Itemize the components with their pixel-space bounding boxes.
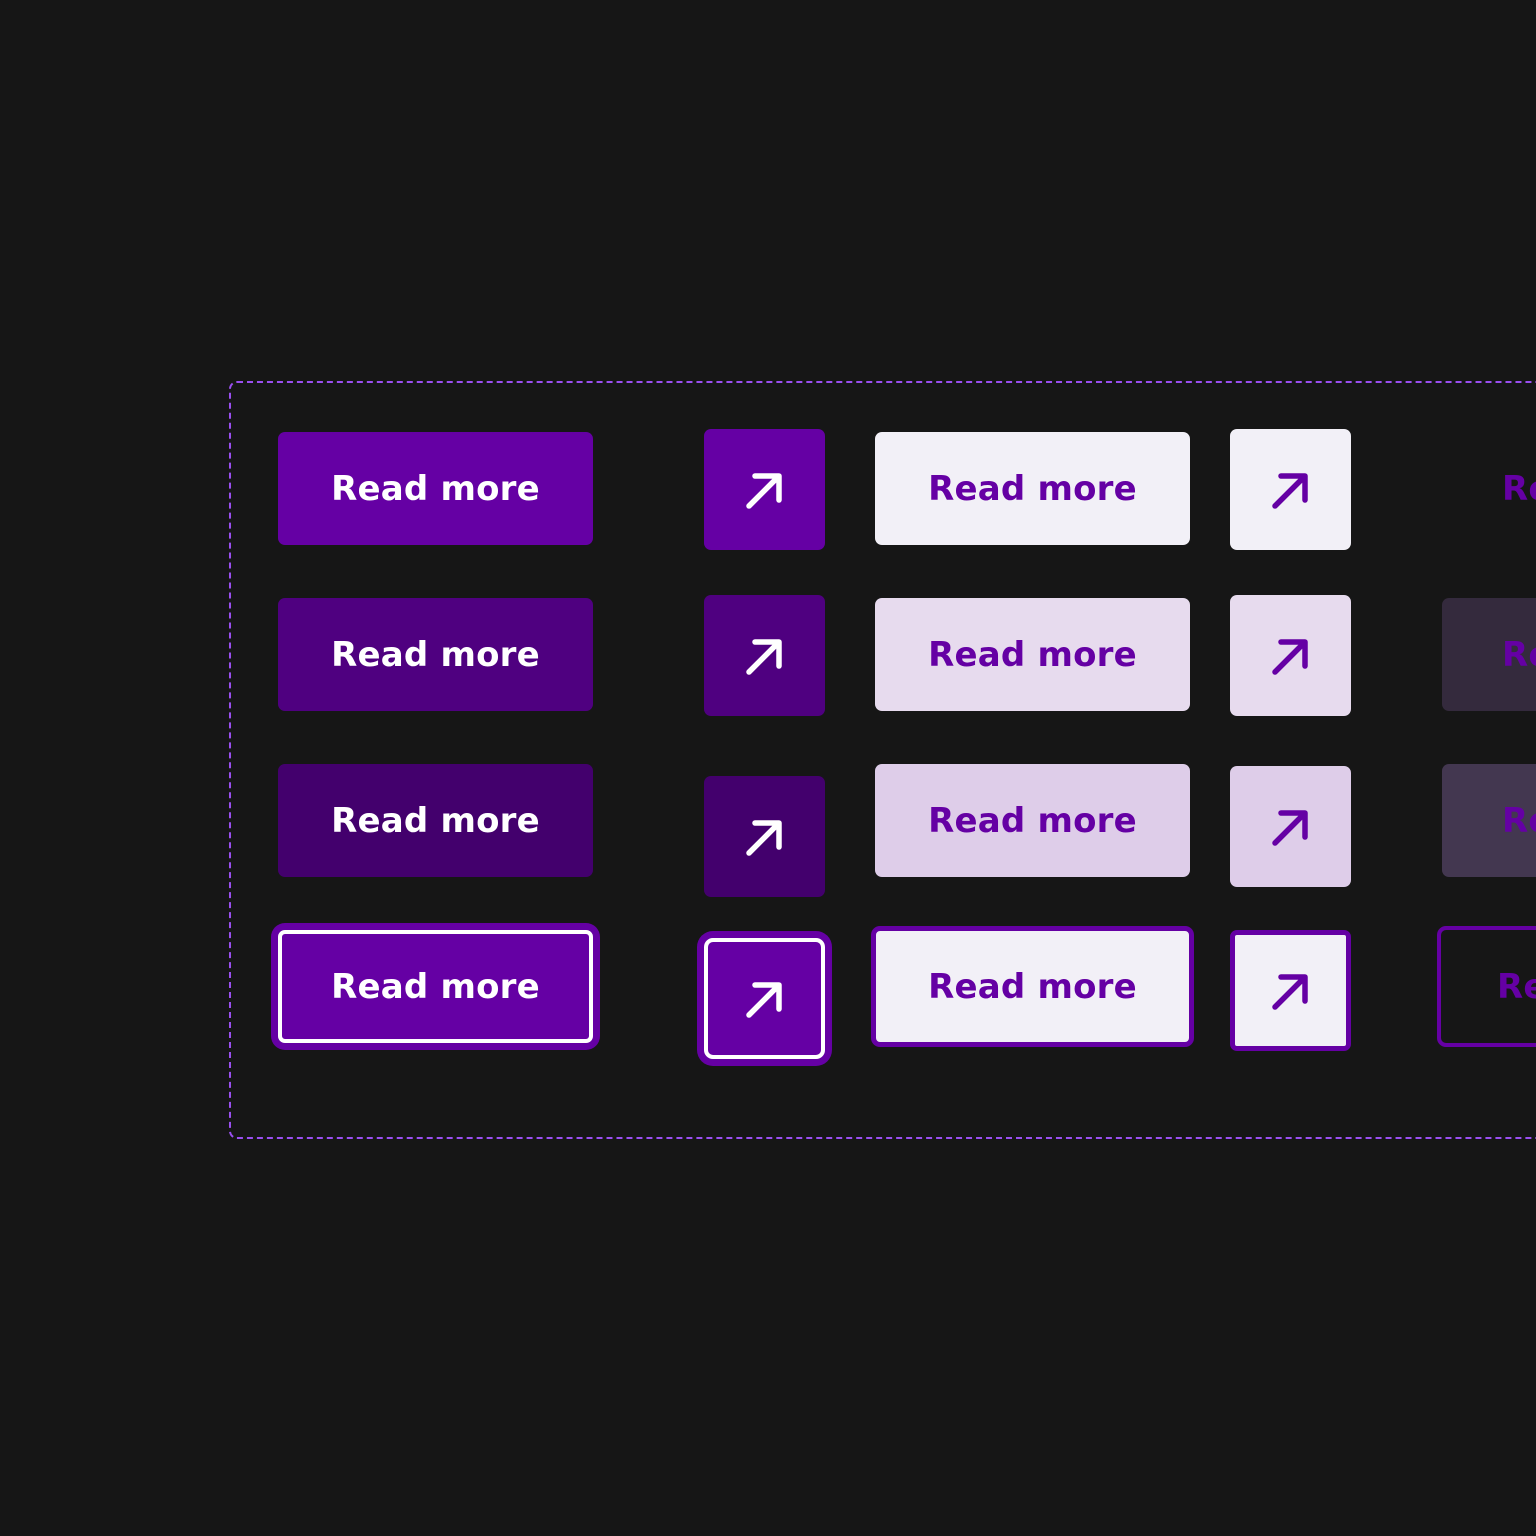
button-label: Re xyxy=(1502,634,1536,675)
arrow-up-right-icon xyxy=(743,634,787,678)
arrow-up-right-icon xyxy=(1269,634,1313,678)
component-variants-frame xyxy=(229,381,1536,1139)
arrow-up-right-icon xyxy=(1269,468,1313,512)
button-label: Read more xyxy=(928,966,1137,1007)
button-label: Re xyxy=(1502,800,1536,841)
secondary-icon-button-active[interactable] xyxy=(1230,766,1351,887)
secondary-read-more-button-hover[interactable]: Read more xyxy=(875,598,1190,711)
button-label: Read more xyxy=(928,468,1137,509)
button-label: Read more xyxy=(928,634,1137,675)
tertiary-read-more-button-default[interactable]: Re xyxy=(1442,432,1536,545)
primary-icon-button-active[interactable] xyxy=(704,776,825,897)
primary-read-more-button-default[interactable]: Read more xyxy=(278,432,593,545)
button-label: Read more xyxy=(331,800,540,841)
secondary-icon-button-default[interactable] xyxy=(1230,429,1351,550)
button-label: Re xyxy=(1502,468,1536,509)
primary-icon-button-focus[interactable] xyxy=(704,938,825,1059)
primary-read-more-button-active[interactable]: Read more xyxy=(278,764,593,877)
arrow-up-right-icon xyxy=(743,977,787,1021)
primary-icon-button-default[interactable] xyxy=(704,429,825,550)
arrow-up-right-icon xyxy=(1269,969,1313,1013)
tertiary-read-more-button-active[interactable]: Re xyxy=(1442,764,1536,877)
secondary-read-more-button-default[interactable]: Read more xyxy=(875,432,1190,545)
secondary-read-more-button-active[interactable]: Read more xyxy=(875,764,1190,877)
arrow-up-right-icon xyxy=(743,815,787,859)
button-label: Read more xyxy=(331,634,540,675)
button-label: Read more xyxy=(928,800,1137,841)
secondary-read-more-button-focus[interactable]: Read more xyxy=(871,926,1194,1047)
button-label: Read more xyxy=(331,468,540,509)
secondary-icon-button-hover[interactable] xyxy=(1230,595,1351,716)
primary-icon-button-hover[interactable] xyxy=(704,595,825,716)
secondary-icon-button-focus[interactable] xyxy=(1230,930,1351,1051)
primary-read-more-button-focus[interactable]: Read more xyxy=(278,930,593,1043)
primary-read-more-button-hover[interactable]: Read more xyxy=(278,598,593,711)
tertiary-read-more-button-hover[interactable]: Re xyxy=(1442,598,1536,711)
button-label: Re xyxy=(1497,966,1536,1007)
button-label: Read more xyxy=(331,966,540,1007)
tertiary-read-more-button-focus[interactable]: Re xyxy=(1437,926,1536,1047)
arrow-up-right-icon xyxy=(743,468,787,512)
arrow-up-right-icon xyxy=(1269,805,1313,849)
